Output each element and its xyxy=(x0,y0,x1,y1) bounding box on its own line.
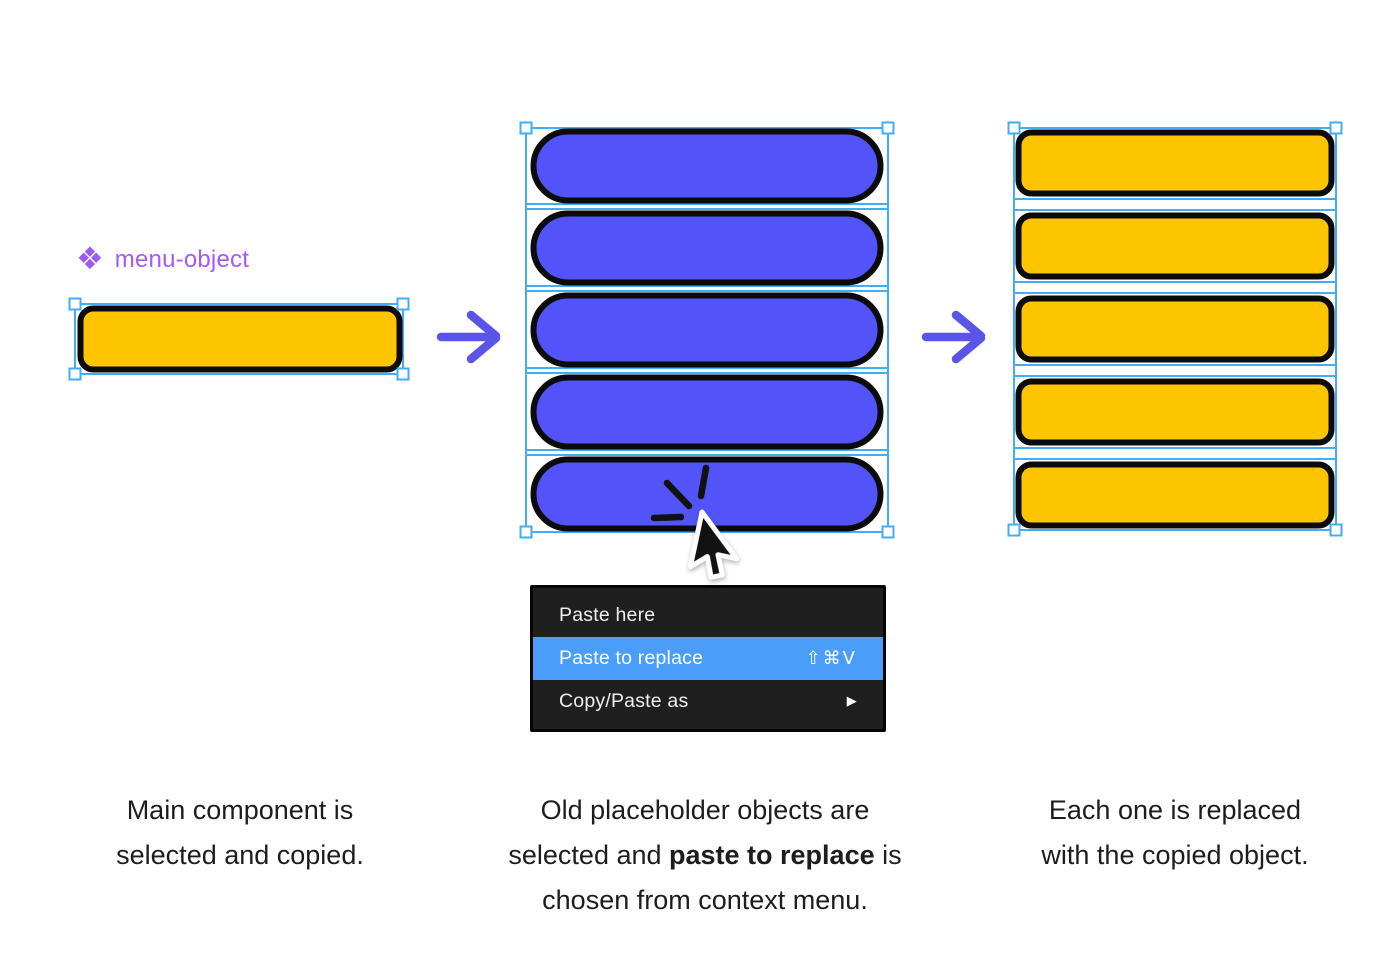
menu-item-paste-to-replace[interactable]: Paste to replace ⇧⌘V xyxy=(533,637,883,680)
caption-left: Main component is selected and copied. xyxy=(60,788,420,878)
selection-handles[interactable] xyxy=(68,297,410,381)
main-component-canvas xyxy=(68,297,410,381)
selection-handle[interactable] xyxy=(68,297,82,311)
arrow-right-icon xyxy=(921,310,986,364)
caption-line: selected and copied. xyxy=(116,840,364,870)
replaced-rect[interactable] xyxy=(1015,212,1335,280)
caption-segment: is xyxy=(874,840,902,870)
caption-segment-bold: paste to replace xyxy=(669,840,875,870)
click-spark-icon xyxy=(650,464,710,522)
caption-right: Each one is replaced with the copied obj… xyxy=(980,788,1370,878)
placeholder-pill[interactable] xyxy=(530,292,884,368)
replaced-rect[interactable] xyxy=(1015,295,1335,363)
selection-handle[interactable] xyxy=(396,297,410,311)
menu-item-paste-here[interactable]: Paste here xyxy=(533,594,883,637)
replaced-stack-canvas xyxy=(1007,121,1343,537)
submenu-arrow-icon: ▶ xyxy=(846,694,857,709)
caption-line: Each one is replaced xyxy=(1048,795,1302,825)
placeholder-pill[interactable] xyxy=(530,374,884,450)
caption-line: Old placeholder objects are xyxy=(540,795,870,825)
caption-middle: Old placeholder objects are selected and… xyxy=(455,788,955,923)
selection-handle[interactable] xyxy=(519,525,533,539)
menu-item-label: Paste here xyxy=(559,604,656,626)
placeholder-stack-canvas xyxy=(519,121,895,539)
menu-item-copy-paste-as[interactable]: Copy/Paste as ▶ xyxy=(533,680,883,723)
menu-item-label: Copy/Paste as xyxy=(559,690,689,712)
placeholder-pill[interactable] xyxy=(530,210,884,286)
selection-handle[interactable] xyxy=(396,367,410,381)
selection-handles[interactable] xyxy=(519,121,895,539)
component-name-text: menu-object xyxy=(114,245,250,273)
selection-handle[interactable] xyxy=(881,525,895,539)
selection-handle[interactable] xyxy=(1007,523,1021,537)
selection-handles[interactable] xyxy=(1007,121,1343,537)
selection-handle[interactable] xyxy=(1329,523,1343,537)
replaced-rect[interactable] xyxy=(1015,129,1335,197)
placeholder-pill[interactable] xyxy=(530,128,884,204)
caption-line: selected and paste to replace is xyxy=(455,833,955,878)
selection-handle[interactable] xyxy=(519,121,533,135)
caption-line: with the copied object. xyxy=(1041,840,1309,870)
replaced-rects xyxy=(1015,129,1335,529)
selection-frame xyxy=(525,127,889,533)
component-icon: ❖ xyxy=(76,241,104,277)
selection-handle[interactable] xyxy=(1329,121,1343,135)
context-menu: Paste here Paste to replace ⇧⌘V Copy/Pas… xyxy=(530,585,886,732)
caption-segment: selected and xyxy=(508,840,670,870)
caption-line: Main component is xyxy=(126,795,354,825)
mouse-cursor-icon xyxy=(687,509,740,580)
caption-line: chosen from context menu. xyxy=(542,885,868,915)
main-component-rect[interactable] xyxy=(77,305,403,373)
selection-handle[interactable] xyxy=(881,121,895,135)
menu-item-shortcut: ⇧⌘V xyxy=(805,648,857,669)
replaced-rect[interactable] xyxy=(1015,378,1335,446)
replaced-rect[interactable] xyxy=(1015,461,1335,529)
component-label: ❖ menu-object xyxy=(76,244,249,275)
arrow-right-icon xyxy=(436,310,501,364)
selection-frame xyxy=(74,303,404,375)
selection-handle[interactable] xyxy=(68,367,82,381)
selection-frame xyxy=(1013,127,1337,531)
selection-handle[interactable] xyxy=(1007,121,1021,135)
menu-item-label: Paste to replace xyxy=(559,647,704,669)
